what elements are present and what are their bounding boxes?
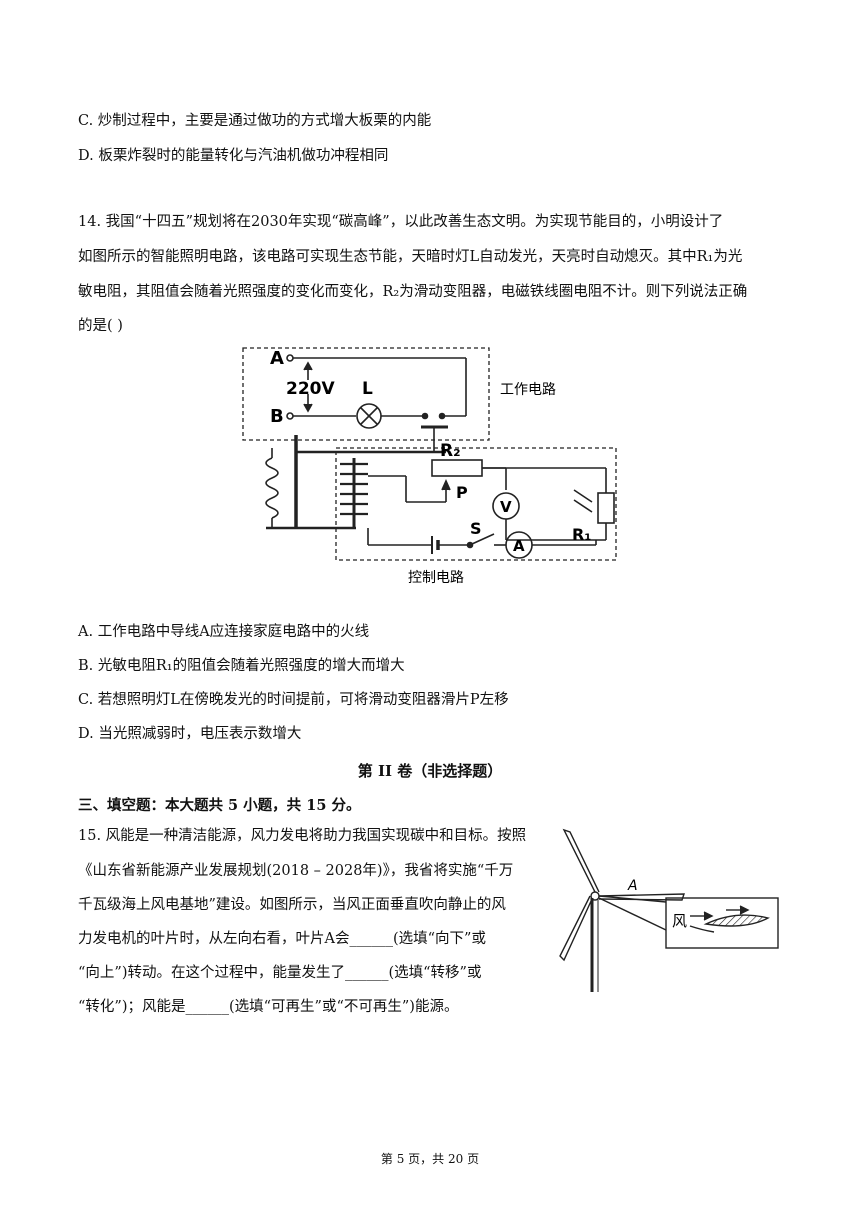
voltmeter-label: V: [500, 498, 512, 516]
q14-stem-line4: 的是( ): [78, 318, 123, 334]
lamp-label: L: [362, 379, 373, 399]
work-circuit-label: 工作电路: [500, 382, 556, 398]
terminal-a-label: A: [270, 348, 284, 369]
ammeter-label: A: [513, 537, 525, 555]
section3-heading: 三、填空题：本大题共 5 小题，共 15 分。: [78, 797, 361, 814]
rheostat-r2: [431, 459, 483, 477]
q15-line6: “转化”)；风能是______(选填“可再生”或“不可再生”)能源。: [78, 999, 459, 1015]
switch-s-label: S: [470, 519, 482, 538]
q14-option-a: A. 工作电路中导线A应连接家庭电路中的火线: [78, 624, 370, 640]
q15-line3: 千瓦级海上风电基地”建设。如图所示，当风正面垂直吹向静止的风: [78, 897, 506, 913]
q15-line2: 《山东省新能源产业发展规划(2018 – 2028年)》，我省将实施“千万: [78, 863, 514, 879]
wind-label: 风: [672, 912, 687, 930]
q14-stem-line1: 14. 我国“十四五”规划将在2030年实现“碳高峰”，以此改善生态文明。为实现…: [78, 214, 724, 230]
electromagnet-coil: [340, 462, 368, 516]
q14-option-b: B. 光敏电阻R₁的阻值会随着光照强度的增大而增大: [78, 658, 405, 674]
q14-stem-line2: 如图所示的智能照明电路，该电路可实现生态节能，天暗时灯L自动发光，天亮时自动熄灭…: [78, 249, 743, 265]
work-circuit-box: [242, 347, 490, 441]
q15-line1: 15. 风能是一种清洁能源，风力发电将助力我国实现碳中和目标。按照: [78, 828, 527, 844]
q15-wind-turbine-figure: A 风: [559, 828, 779, 992]
q15-line4: 力发电机的叶片时，从左向右看，叶片A会______(选填“向下”或: [78, 931, 486, 947]
voltage-label: 220V: [286, 379, 335, 399]
q15-line5: “向上”)转动。在这个过程中，能量发生了______(选填“转移”或: [78, 965, 482, 981]
blade-up: [562, 828, 600, 893]
q14-option-d: D. 当光照减弱时，电压表示数增大: [78, 726, 302, 742]
slider-p-label: P: [456, 483, 468, 502]
q13-option-d: D. 板栗炸裂时的能量转化与汽油机做功冲程相同: [78, 148, 389, 164]
blade-down: [559, 895, 593, 962]
control-circuit-box: [335, 447, 617, 561]
photoresistor-r1: [597, 492, 615, 524]
control-circuit-label: 控制电路: [408, 570, 464, 586]
q14-circuit-figure: A B 220V L R₂ P V R₁ S A 工作电路 控制电路: [242, 347, 617, 586]
terminal-b-label: B: [270, 406, 284, 427]
r2-label: R₂: [440, 441, 461, 461]
q13-option-c: C. 炒制过程中，主要是通过做功的方式增大板栗的内能: [78, 113, 432, 129]
part2-title: 第 II 卷（非选择题）: [357, 762, 503, 780]
page-footer: 第 5 页，共 20 页: [380, 1152, 480, 1166]
blade-zoom-box: [665, 897, 779, 949]
r1-label: R₁: [572, 525, 591, 544]
blade-a-label: A: [627, 878, 638, 894]
q14-option-c: C. 若想照明灯L在傍晚发光的时间提前，可将滑动变阻器滑片P左移: [78, 692, 509, 708]
q14-stem-line3: 敏电阻，其阻值会随着光照强度的变化而变化，R₂为滑动变阻器，电磁铁线圈电阻不计。…: [78, 284, 748, 300]
